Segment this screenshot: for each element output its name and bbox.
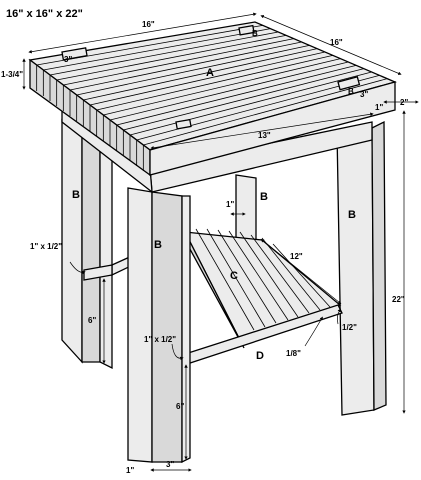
dim-slat-gap: 1/8" [286, 349, 301, 358]
dim-rail-left: 1" x 1/2" [30, 242, 62, 251]
dim-top-width: 16" [142, 20, 155, 29]
dim-shelf-length: 12" [290, 252, 303, 261]
dim-rail-front: 1" x 1/2" [144, 335, 176, 344]
dim-notch-left: 3" [64, 55, 72, 64]
part-label-top: A [206, 67, 214, 79]
dim-leg-bottom-inset: 1" [126, 466, 134, 475]
dim-apron-width: 13" [258, 131, 271, 140]
dim-top-depth: 16" [330, 38, 343, 47]
dim-height: 22" [392, 295, 405, 304]
dim-slat-width: 1" [226, 200, 234, 209]
dim-rail-height-left: 6" [88, 316, 96, 325]
part-label-leg-left: B [72, 189, 80, 201]
part-label-rail: D [256, 350, 264, 362]
diagram-title: 16" x 16" x 22" [6, 8, 83, 20]
dim-leg-depth: 2" [400, 98, 408, 107]
dim-rail-thickness: 1/2" [342, 323, 357, 332]
dim-notch-right: 3" [360, 90, 368, 99]
part-label-shelf: C [230, 270, 238, 282]
dimension-lines [22, 12, 419, 472]
part-label-leg-right: B [348, 209, 356, 221]
part-label-leg-front: B [154, 239, 162, 251]
dim-rail-height-front: 6" [176, 402, 184, 411]
part-label-leg-back: B [260, 191, 268, 203]
leg-right [336, 120, 387, 416]
part-label-notch-back: B [252, 29, 258, 38]
leg-left [61, 118, 113, 370]
dim-leg-bottom-width: 3" [166, 460, 174, 469]
dim-leg-inset: 1" [375, 103, 383, 112]
leg-front [127, 187, 191, 464]
dim-top-thickness: 1-3/4" [1, 70, 23, 79]
part-label-notch-right: B [348, 87, 354, 96]
